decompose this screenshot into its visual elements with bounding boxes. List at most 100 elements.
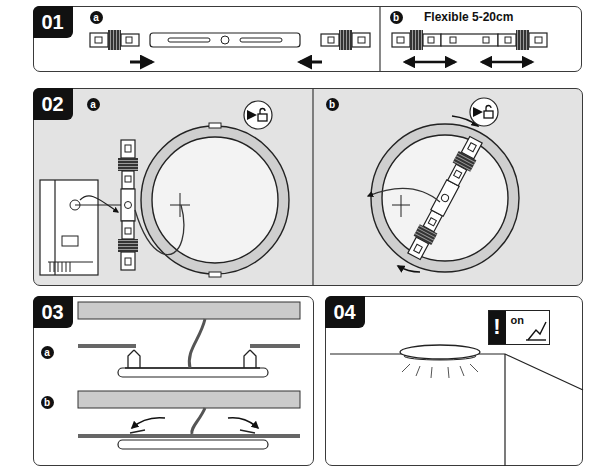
- step-panel: 02 a b: [33, 88, 583, 286]
- detail-inset: [48, 262, 93, 272]
- lamp-body: [118, 430, 268, 449]
- detail-inset: [70, 200, 80, 210]
- lamp-body: [118, 368, 268, 377]
- substep-letter: a: [87, 98, 100, 111]
- rotate-arrow: [398, 266, 420, 272]
- spring-arrow: [132, 418, 258, 428]
- connector-strip: [90, 30, 139, 50]
- connector-strip: [405, 135, 485, 261]
- lamp-body: [125, 367, 260, 369]
- step-number: 03: [33, 296, 73, 328]
- detail-inset: [54, 180, 55, 275]
- substep-badge: a: [90, 11, 103, 24]
- step-number: 01: [33, 6, 73, 38]
- lock-icon: [258, 114, 267, 121]
- substep-badge: b: [326, 98, 339, 111]
- connector-strip: [431, 180, 459, 217]
- center-mark: [170, 193, 190, 217]
- room-corner: [330, 354, 583, 466]
- room-corner: [504, 354, 505, 466]
- substep-badge: a: [87, 98, 100, 111]
- lamp-body: [128, 350, 140, 368]
- push-arrow: [130, 61, 152, 64]
- cable: [192, 408, 205, 434]
- lamp-body: [118, 440, 268, 449]
- connector-strip: [240, 38, 282, 42]
- lamp-body: [118, 350, 268, 377]
- ceiling-lamp: [400, 345, 480, 378]
- cable: [192, 408, 205, 434]
- substep-badge: b: [41, 396, 54, 409]
- cable: [368, 188, 440, 202]
- lock-icon: [244, 101, 272, 129]
- badge-circle: [390, 11, 403, 24]
- ceiling-lamp: [402, 364, 478, 378]
- substep-badge: b: [390, 11, 403, 24]
- badge-circle: [90, 11, 103, 24]
- panel-divider: [312, 88, 313, 286]
- lamp-ring: [371, 124, 519, 272]
- step-panel: 01 a b: [33, 6, 582, 72]
- connector-strip: [221, 36, 229, 44]
- flexible-connector: [498, 30, 547, 50]
- ceiling: [78, 391, 300, 408]
- flexible-connector: [483, 37, 489, 43]
- detail-inset: [40, 180, 98, 275]
- badge-circle: [326, 98, 339, 111]
- detail-inset: [62, 236, 78, 246]
- lock-icon: [470, 98, 498, 126]
- rotate-arrow: [452, 116, 478, 126]
- connector-strip: [168, 38, 210, 42]
- center-mark: [170, 205, 190, 206]
- stretch-arrow: [405, 61, 455, 64]
- flexible-connector: [441, 34, 498, 46]
- ceiling-lamp: [400, 345, 480, 359]
- connector-strip: [121, 189, 135, 221]
- dimension-label: Flexible 5-20cm: [424, 10, 513, 24]
- stretch-arrow: [405, 61, 532, 64]
- room-corner: [330, 354, 583, 390]
- substep-letter: a: [90, 11, 103, 24]
- cable: [135, 205, 184, 255]
- lamp-ring: [209, 123, 221, 128]
- ceiling: [78, 344, 136, 348]
- push-arrow: [300, 61, 322, 64]
- ceiling: [250, 344, 300, 348]
- push-arrow: [130, 61, 322, 64]
- step-panel: 03 a b: [33, 296, 314, 466]
- panel-divider: [379, 6, 380, 72]
- switch-icon: [528, 322, 546, 340]
- ceiling: [78, 302, 300, 348]
- lamp-ring: [382, 135, 508, 261]
- spring-arrow: [132, 418, 165, 428]
- lamp-body: [244, 350, 256, 368]
- cable: [189, 319, 205, 368]
- center-mark: [180, 193, 181, 217]
- substep-letter: b: [326, 98, 339, 111]
- ceiling: [78, 302, 300, 319]
- connector-strip: [440, 193, 449, 202]
- flexible-connector: [392, 30, 441, 50]
- connector-strip: [90, 30, 370, 50]
- lock-icon: [247, 114, 255, 116]
- lock-icon: [244, 101, 272, 129]
- lamp-ring: [371, 124, 519, 272]
- warning-sign: !: [489, 311, 506, 344]
- substep-letter: a: [41, 346, 54, 359]
- cable: [135, 205, 184, 255]
- panel-divider: [313, 6, 380, 286]
- flexible-connector: [392, 30, 547, 50]
- step-number: 02: [33, 88, 73, 120]
- lock-icon: [484, 111, 493, 118]
- connector-strip: [405, 208, 446, 261]
- step-number: 04: [325, 296, 365, 328]
- cable: [368, 188, 440, 202]
- stretch-arrow: [482, 61, 532, 64]
- connector-strip: [444, 135, 485, 188]
- lamp-ring: [141, 123, 289, 277]
- lock-icon: [486, 106, 491, 112]
- substep-letter: b: [390, 11, 403, 24]
- switch-icon: [526, 339, 546, 340]
